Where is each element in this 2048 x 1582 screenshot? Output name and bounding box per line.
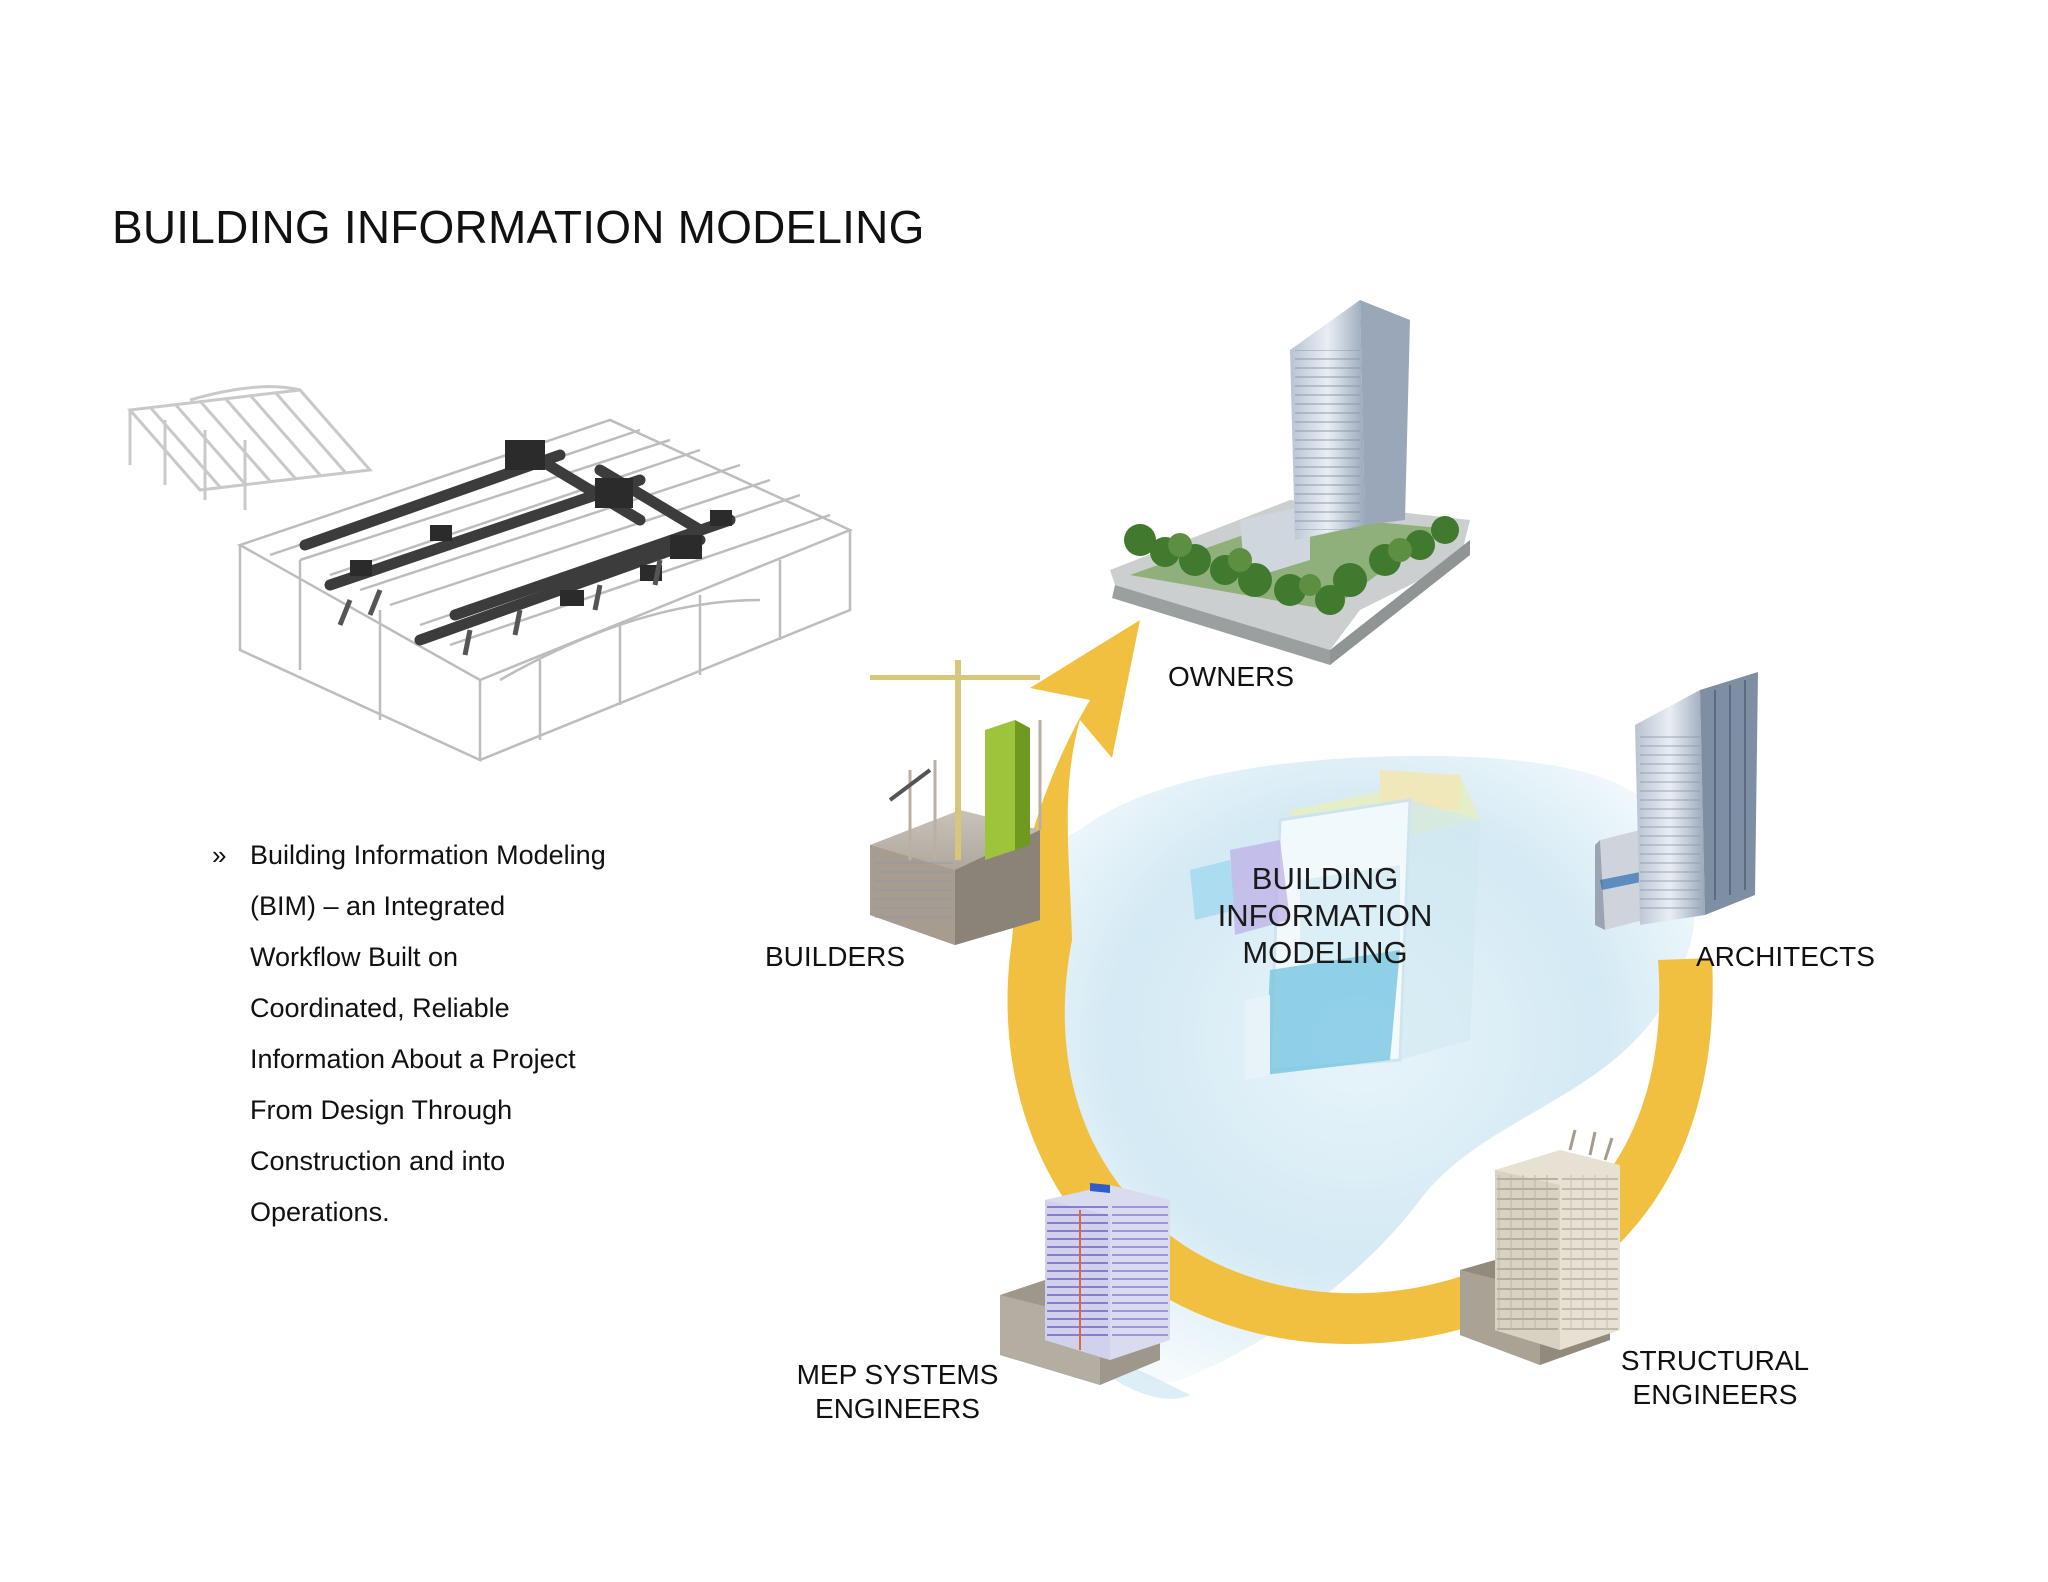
label-architects: ARCHITECTS bbox=[1696, 941, 1875, 972]
bim-cube-graphic bbox=[1190, 770, 1480, 1080]
label-mep-line: MEP SYSTEMS bbox=[796, 1359, 999, 1390]
label-structural-line: STRUCTURAL bbox=[1620, 1345, 1810, 1376]
label-owners: OWNERS bbox=[1168, 661, 1294, 692]
owners-building-image bbox=[1110, 300, 1470, 665]
bullet-marker: » bbox=[212, 840, 227, 870]
label-structural-engineers: STRUCTURAL ENGINEERS bbox=[1610, 1344, 1820, 1412]
bullet-line: Workflow Built on bbox=[250, 942, 459, 972]
bullet-line: From Design Through bbox=[250, 1095, 513, 1125]
center-label-line: INFORMATION bbox=[1217, 898, 1433, 933]
center-label-line: BUILDING bbox=[1251, 861, 1399, 896]
builders-building-image bbox=[870, 660, 1042, 945]
bullet-line: Construction and into bbox=[250, 1146, 506, 1176]
bullet-line: Coordinated, Reliable bbox=[250, 993, 510, 1023]
structural-building-image bbox=[1460, 1129, 1620, 1365]
bullet-line: (BIM) – an Integrated bbox=[250, 891, 506, 921]
bullet-text: Building Information Modeling (BIM) – an… bbox=[250, 830, 690, 1238]
center-label-bim: BUILDING INFORMATION MODELING bbox=[1180, 860, 1470, 971]
center-cloud-shape bbox=[1020, 755, 1696, 1383]
bullet-line: Operations. bbox=[250, 1197, 390, 1227]
architects-building-image bbox=[1595, 672, 1758, 930]
wireframe-mep-model-image bbox=[126, 385, 854, 762]
bullet-line: Building Information Modeling bbox=[250, 840, 606, 870]
page-title: BUILDING INFORMATION MODELING bbox=[112, 201, 925, 253]
label-structural-line: ENGINEERS bbox=[1632, 1379, 1798, 1410]
bullet-line: Information About a Project bbox=[250, 1044, 576, 1074]
mep-building-image bbox=[1000, 1183, 1170, 1385]
label-builders: BUILDERS bbox=[765, 941, 906, 972]
label-mep-line: ENGINEERS bbox=[815, 1393, 980, 1424]
label-mep-systems-engineers: MEP SYSTEMS ENGINEERS bbox=[790, 1358, 1005, 1426]
center-label-line: MODELING bbox=[1242, 935, 1408, 970]
